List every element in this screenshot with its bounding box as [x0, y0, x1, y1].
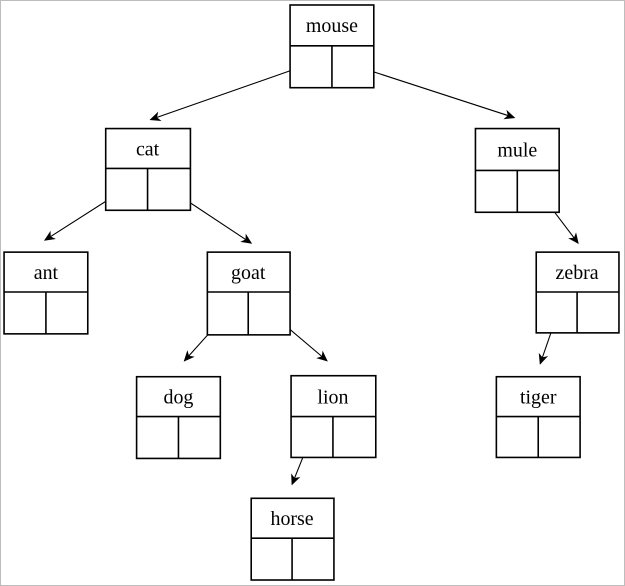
tree-node-mouse: mouse	[289, 4, 375, 89]
tree-node-goat: goat	[206, 251, 291, 336]
edge-mouse-left-to-cat	[149, 62, 314, 121]
tree-node-dog: dog	[135, 375, 222, 460]
node-label: tiger	[520, 387, 557, 409]
node-label: lion	[317, 387, 348, 409]
node-label: zebra	[556, 262, 599, 284]
node-label: mule	[497, 139, 537, 161]
tree-node-zebra: zebra	[535, 251, 620, 334]
node-label: cat	[136, 138, 160, 160]
tree-node-mule: mule	[474, 127, 560, 214]
node-label: horse	[270, 508, 313, 530]
tree-node-horse: horse	[250, 497, 335, 581]
tree-node-ant: ant	[3, 251, 89, 335]
node-label: goat	[231, 262, 266, 284]
tree-node-lion: lion	[290, 374, 377, 459]
edge-mouse-right-to-mule	[351, 64, 516, 120]
tree-node-cat: cat	[104, 127, 192, 212]
node-label: ant	[34, 262, 59, 284]
node-label: dog	[164, 387, 194, 409]
tree-node-tiger: tiger	[495, 375, 581, 459]
node-label: mouse	[306, 15, 358, 37]
